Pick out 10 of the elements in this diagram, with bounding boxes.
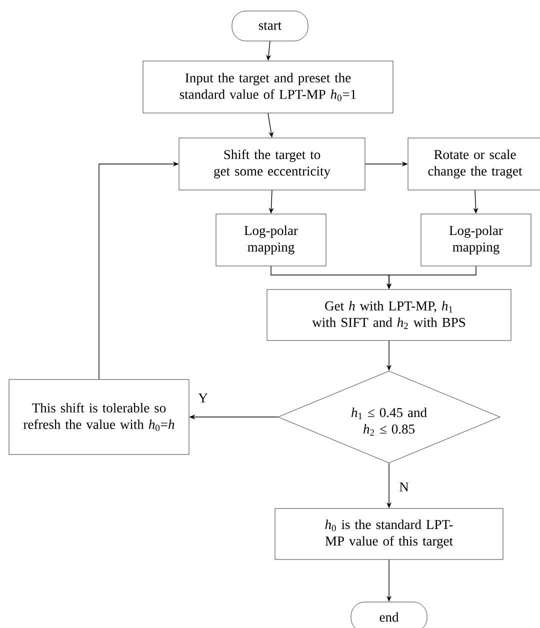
- process-box: Rotate or scale change the traget: [408, 138, 540, 190]
- process-box: Shift the target to get some eccentricity: [178, 138, 366, 190]
- edge-label: Y: [197, 392, 209, 404]
- process-box: This shift is tolerable so refresh the value with h$_{0}$=h: [8, 379, 190, 455]
- process-box: Log-polar mapping: [216, 214, 326, 266]
- process-box: Input the target and preset the standard value of LPT-MP h$_{0}$=1: [142, 60, 394, 114]
- process-box: Log-polar mapping: [420, 214, 532, 266]
- process-box: Get h with LPT-MP, h$_{1}$ with SIFT and h$_{2}$ with BPS: [266, 289, 512, 341]
- edge-label: N: [398, 482, 410, 492]
- process-box: h$_{0}$ is the standard LPT-MP value of this target: [274, 508, 504, 560]
